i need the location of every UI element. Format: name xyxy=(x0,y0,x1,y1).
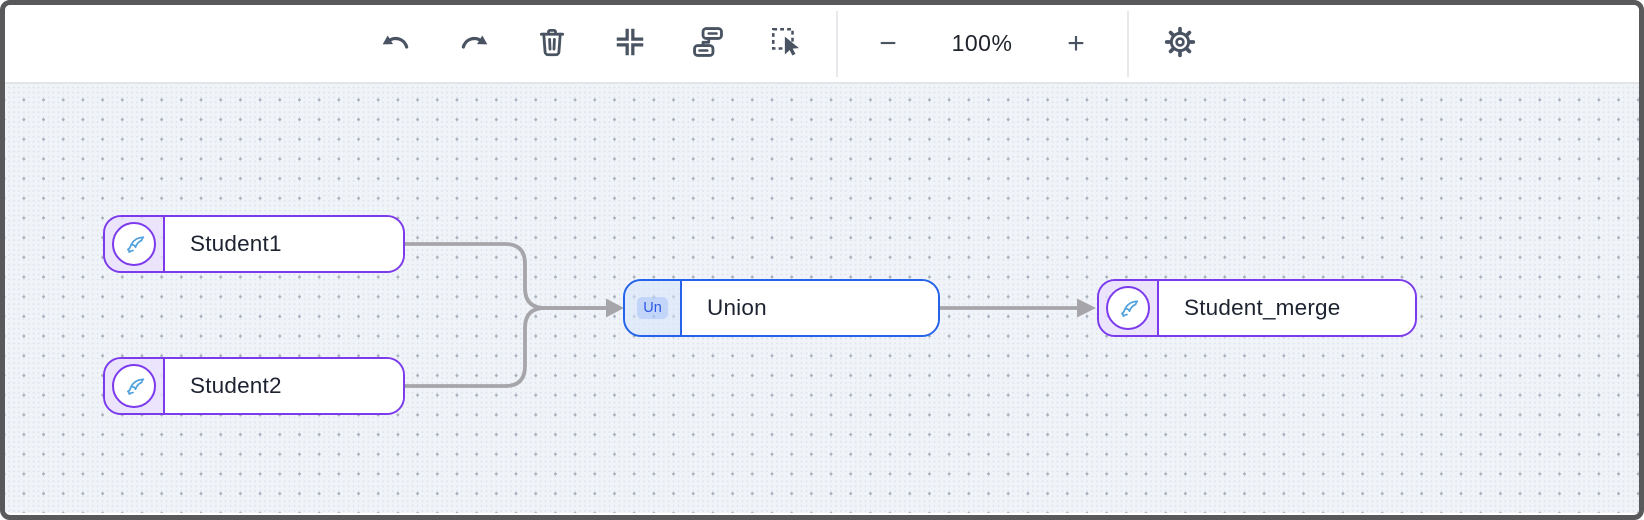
node-label: Student2 xyxy=(165,359,403,413)
toolbar-divider xyxy=(1127,10,1129,77)
mysql-dolphin-icon xyxy=(1106,286,1150,330)
edge-student1-union[interactable] xyxy=(405,242,606,310)
mysql-dolphin-icon xyxy=(112,222,156,266)
node-union[interactable]: Un Union xyxy=(623,279,940,337)
undo-button[interactable] xyxy=(376,24,416,64)
edge-student2-union[interactable] xyxy=(405,306,606,388)
fit-view-button[interactable] xyxy=(610,24,650,64)
redo-button[interactable] xyxy=(454,24,494,64)
zoom-in-button[interactable]: + xyxy=(1056,24,1096,64)
auto-layout-button[interactable] xyxy=(688,24,728,64)
node-icon-section xyxy=(1099,281,1159,335)
edge-arrowhead xyxy=(606,298,624,318)
node-label: Union xyxy=(682,281,938,335)
node-student1[interactable]: Student1 xyxy=(103,215,405,273)
mysql-dolphin-icon xyxy=(112,364,156,408)
delete-button[interactable] xyxy=(532,24,572,64)
settings-button[interactable] xyxy=(1160,24,1200,64)
box-select-button[interactable] xyxy=(766,24,806,64)
node-student2[interactable]: Student2 xyxy=(103,357,405,415)
node-icon-section: Un xyxy=(625,281,682,335)
zoom-level: 100% xyxy=(951,30,1013,56)
undo-arrow-icon xyxy=(379,25,413,62)
edge-arrowhead xyxy=(1077,298,1096,318)
zoom-controls: − 100% + xyxy=(868,24,1096,64)
node-icon-section xyxy=(105,359,165,413)
node-student-merge[interactable]: Student_merge xyxy=(1097,279,1417,337)
gear-icon xyxy=(1163,25,1197,62)
fit-view-icon xyxy=(613,25,647,62)
zoom-out-button[interactable]: − xyxy=(868,24,908,64)
node-icon-section xyxy=(105,217,165,271)
trash-icon xyxy=(535,25,569,62)
toolbar-inner: − 100% + xyxy=(376,10,1200,77)
flow-canvas[interactable]: Student1 Student2 Un Union xyxy=(5,84,1639,513)
auto-layout-icon xyxy=(691,25,725,62)
box-select-cursor-icon xyxy=(769,25,803,62)
node-label: Student_merge xyxy=(1159,281,1415,335)
edges-layer xyxy=(405,242,1096,388)
toolbar-divider xyxy=(836,10,838,77)
toolbar: − 100% + xyxy=(5,5,1639,84)
union-badge: Un xyxy=(637,297,668,319)
redo-arrow-icon xyxy=(457,25,491,62)
node-label: Student1 xyxy=(165,217,403,271)
